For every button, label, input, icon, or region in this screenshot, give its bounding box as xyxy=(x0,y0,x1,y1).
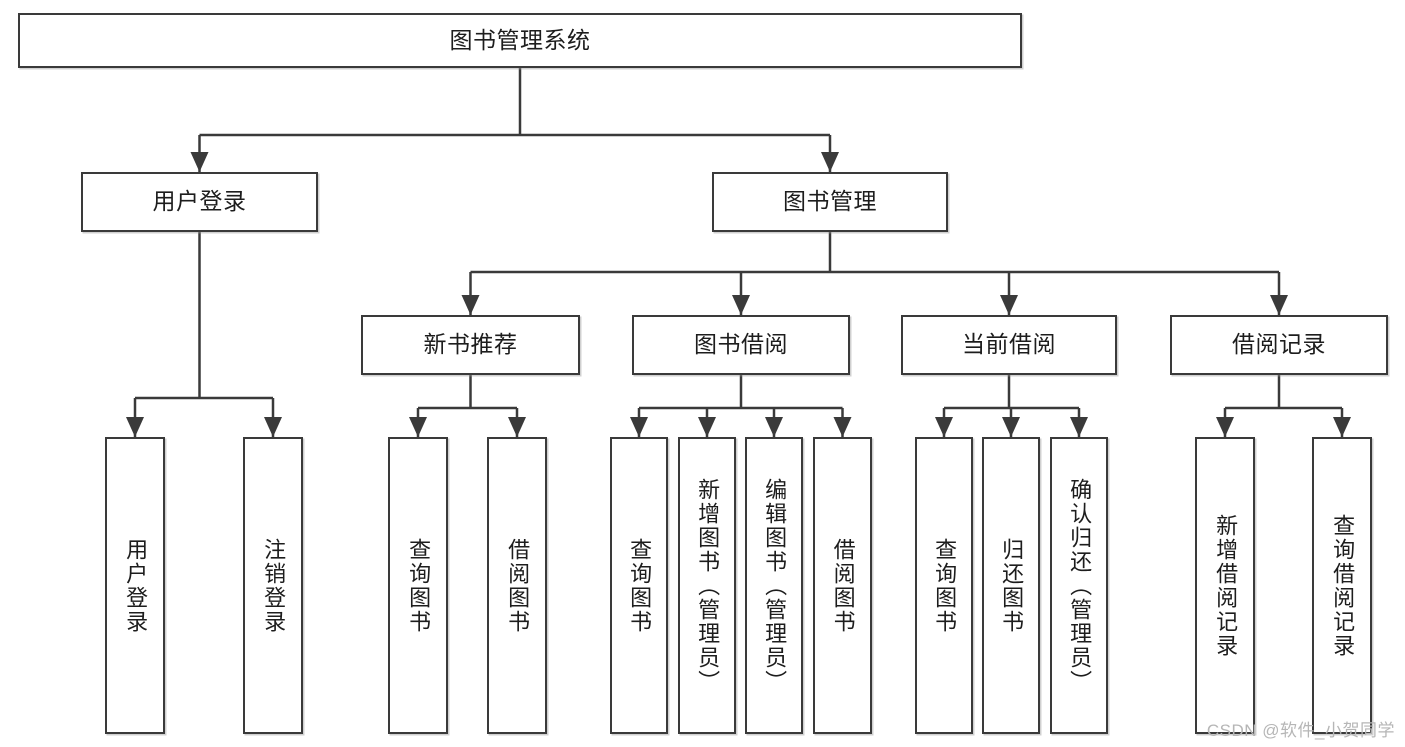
node-current[interactable]: 当前借阅 xyxy=(901,315,1117,375)
node-label: 查询图书 xyxy=(627,537,653,634)
node-label: 借阅图书 xyxy=(505,537,531,634)
node-label: 当前借阅 xyxy=(962,331,1056,358)
node-label: 归还图书 xyxy=(999,537,1025,634)
node-label: 图书管理 xyxy=(783,188,877,215)
node-leaf-login-1[interactable]: 用户登录 xyxy=(105,437,165,734)
node-label: 注销登录 xyxy=(261,537,287,634)
node-label: 编辑图书（管理员） xyxy=(762,477,788,694)
arrowhead-icon xyxy=(1333,417,1351,437)
arrowhead-icon xyxy=(1002,417,1020,437)
node-label: 新增图书（管理员） xyxy=(695,477,721,694)
node-label: 图书借阅 xyxy=(694,331,788,358)
node-leaf-bor-4[interactable]: 借阅图书 xyxy=(813,437,872,734)
node-bookmgmt[interactable]: 图书管理 xyxy=(712,172,948,232)
arrowhead-icon xyxy=(1216,417,1234,437)
node-leaf-rec-1[interactable]: 新增借阅记录 xyxy=(1195,437,1255,734)
arrowhead-icon xyxy=(126,417,144,437)
arrowhead-icon xyxy=(1000,295,1018,315)
node-leaf-login-2[interactable]: 注销登录 xyxy=(243,437,303,734)
node-login[interactable]: 用户登录 xyxy=(81,172,318,232)
arrowhead-icon xyxy=(1270,295,1288,315)
node-label: 用户登录 xyxy=(123,537,149,634)
node-label: 确认归还（管理员） xyxy=(1067,477,1093,694)
node-label: 图书管理系统 xyxy=(449,26,591,53)
node-newbook[interactable]: 新书推荐 xyxy=(361,315,580,375)
node-records[interactable]: 借阅记录 xyxy=(1170,315,1388,375)
node-leaf-rec-2[interactable]: 查询借阅记录 xyxy=(1312,437,1372,734)
node-leaf-cur-1[interactable]: 查询图书 xyxy=(915,437,973,734)
node-leaf-bor-2[interactable]: 新增图书（管理员） xyxy=(678,437,736,734)
arrowhead-icon xyxy=(821,152,839,172)
node-leaf-bor-1[interactable]: 查询图书 xyxy=(610,437,668,734)
arrowhead-icon xyxy=(833,417,852,437)
node-leaf-cur-3[interactable]: 确认归还（管理员） xyxy=(1050,437,1108,734)
node-leaf-cur-2[interactable]: 归还图书 xyxy=(982,437,1040,734)
node-label: 新书推荐 xyxy=(423,331,518,358)
node-root[interactable]: 图书管理系统 xyxy=(18,13,1022,68)
arrowhead-icon xyxy=(508,417,526,437)
node-label: 借阅图书 xyxy=(830,537,856,634)
arrowhead-icon xyxy=(409,417,427,437)
arrowhead-icon xyxy=(765,417,783,437)
watermark: CSDN @软件_小贺同学 xyxy=(1206,721,1395,740)
node-label: 查询借阅记录 xyxy=(1330,513,1356,658)
node-leaf-bor-3[interactable]: 编辑图书（管理员） xyxy=(745,437,803,734)
arrowhead-icon xyxy=(935,417,953,437)
arrowhead-icon xyxy=(190,152,209,172)
node-label: 借阅记录 xyxy=(1232,331,1326,358)
node-label: 新增借阅记录 xyxy=(1213,513,1239,658)
node-label: 查询图书 xyxy=(932,537,958,634)
arrowhead-icon xyxy=(630,417,648,437)
node-leaf-new-2[interactable]: 借阅图书 xyxy=(487,437,547,734)
arrowhead-icon xyxy=(264,417,282,437)
arrowhead-icon xyxy=(732,295,750,315)
node-label: 查询图书 xyxy=(406,537,432,634)
node-borrow[interactable]: 图书借阅 xyxy=(632,315,850,375)
arrowhead-icon xyxy=(1070,417,1088,437)
node-label: 用户登录 xyxy=(152,188,247,215)
arrowhead-icon xyxy=(461,295,480,315)
arrowhead-icon xyxy=(698,417,716,437)
node-leaf-new-1[interactable]: 查询图书 xyxy=(388,437,448,734)
